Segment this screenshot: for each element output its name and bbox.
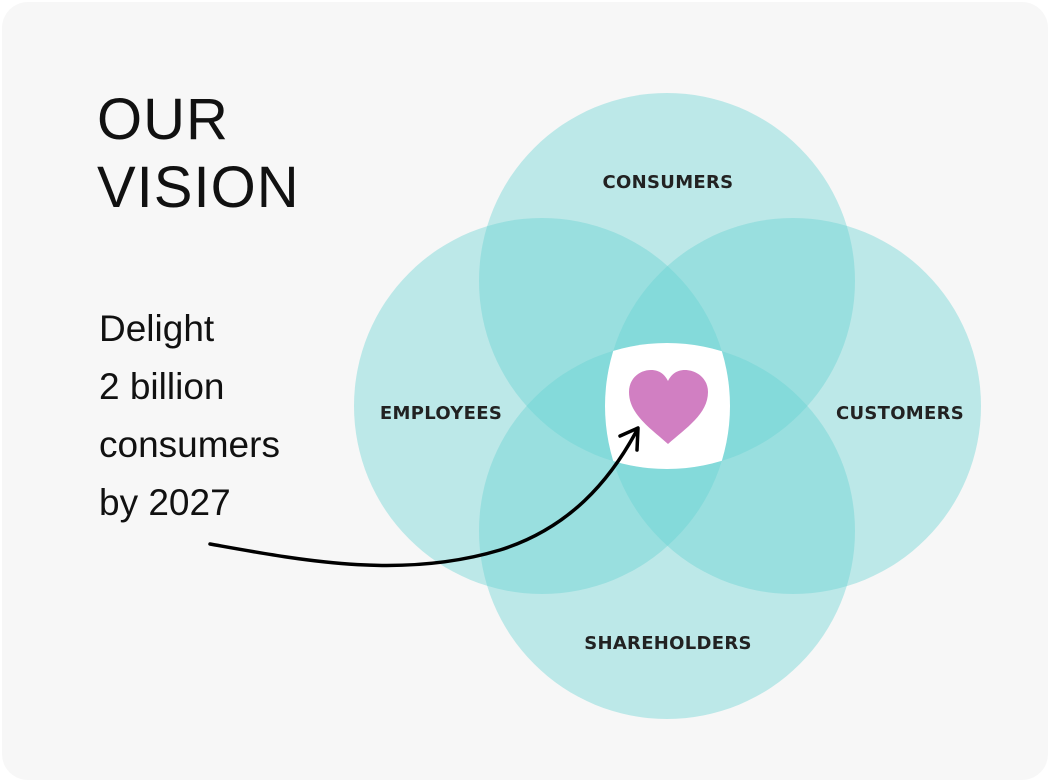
label-employees: EMPLOYEES xyxy=(380,403,502,424)
vision-line: 2 billion xyxy=(99,366,225,407)
heart-icon xyxy=(629,370,708,444)
label-shareholders: SHAREHOLDERS xyxy=(584,633,752,654)
vision-line: by 2027 xyxy=(99,482,231,523)
circle-employees xyxy=(354,218,730,594)
circle-customers xyxy=(605,218,981,594)
label-customers: CUSTOMERS xyxy=(836,403,964,424)
arrow-icon xyxy=(208,426,640,568)
vision-line: Delight xyxy=(99,308,215,349)
vision-statement: Delight 2 billion consumers by 2027 xyxy=(99,300,280,532)
title-line: VISION xyxy=(97,155,300,220)
page-title: OUR VISION xyxy=(97,86,300,222)
title-line: OUR xyxy=(97,87,229,152)
circle-shareholders xyxy=(479,343,855,719)
vision-line: consumers xyxy=(99,424,280,465)
circle-consumers xyxy=(479,93,855,469)
label-consumers: CONSUMERS xyxy=(603,172,734,193)
